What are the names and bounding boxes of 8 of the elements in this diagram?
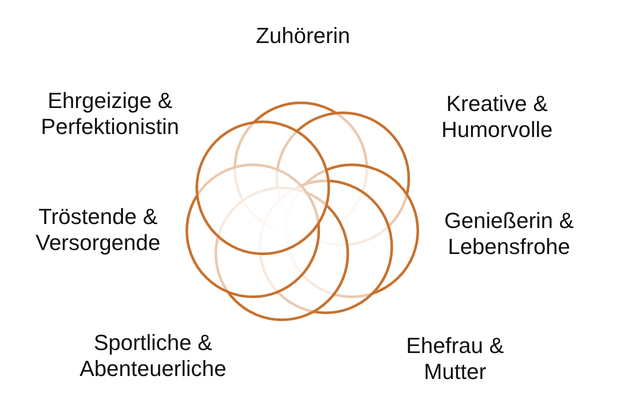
role-label: Kreative & Humorvolle	[440, 91, 554, 143]
role-label: Tröstende & Versorgende	[34, 204, 162, 256]
role-label: Sportliche & Abenteuerliche	[78, 330, 228, 382]
role-label: Zuhörerin	[254, 23, 352, 49]
circle-outline	[195, 120, 331, 256]
role-label: Ehefrau & Mutter	[405, 333, 505, 385]
role-label: Genießerin & Lebensfrohe	[443, 208, 575, 260]
role-label: Ehrgeizige & Perfektionistin	[40, 88, 180, 140]
